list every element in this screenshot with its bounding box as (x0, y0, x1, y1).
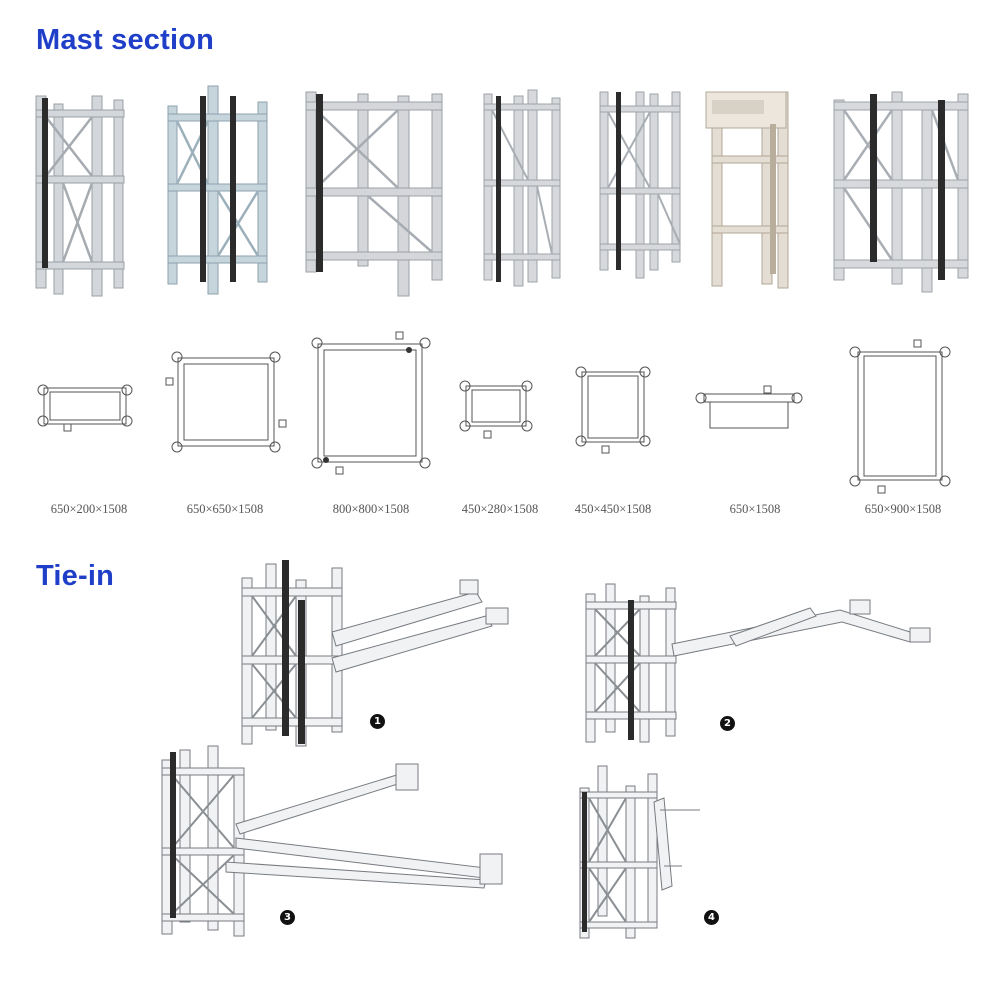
mast-dimension-label-5: 450×450×1508 (574, 502, 652, 516)
mast-section-photo-7 (830, 84, 969, 304)
mast-dimension-label-4: 450×280×1508 (461, 502, 539, 516)
mast-plan-1 (28, 330, 138, 500)
mast-dimension-label-6: 650×1508 (729, 502, 781, 516)
tie-in-heading: Tie-in (36, 560, 115, 592)
tie-in-drawing-1 (236, 560, 526, 750)
tie-in-number-badge-4: 4 (704, 910, 719, 925)
mast-section-photo-3 (302, 84, 443, 304)
tie-in-drawing-3 (156, 742, 516, 942)
tie-in-number-badge-3: 3 (280, 910, 295, 925)
mast-plan-3 (306, 330, 436, 500)
mast-dimension-label-7: 650×900×1508 (864, 502, 942, 516)
mast-dimension-label-2: 650×650×1508 (186, 502, 264, 516)
mast-plan-6 (692, 330, 812, 500)
tie-in-number-badge-2: 2 (720, 716, 735, 731)
tie-in-drawing-4 (576, 762, 706, 942)
mast-section-photo-4 (478, 84, 608, 304)
mast-section-photo-2 (162, 84, 292, 304)
mast-dimension-label-3: 800×800×1508 (332, 502, 410, 516)
mast-section-photo-1 (30, 84, 160, 304)
tie-in-number-badge-1: 1 (370, 714, 385, 729)
tie-in-drawing-2 (580, 580, 940, 745)
mast-section-heading: Mast section (36, 24, 215, 56)
mast-plan-2 (165, 330, 287, 500)
mast-section-photo-6 (704, 84, 834, 304)
mast-section-photo-5 (596, 84, 726, 304)
mast-plan-7 (842, 330, 962, 500)
mast-plan-5 (570, 330, 660, 500)
mast-plan-4 (452, 330, 542, 500)
mast-dimension-label-1: 650×200×1508 (50, 502, 128, 516)
